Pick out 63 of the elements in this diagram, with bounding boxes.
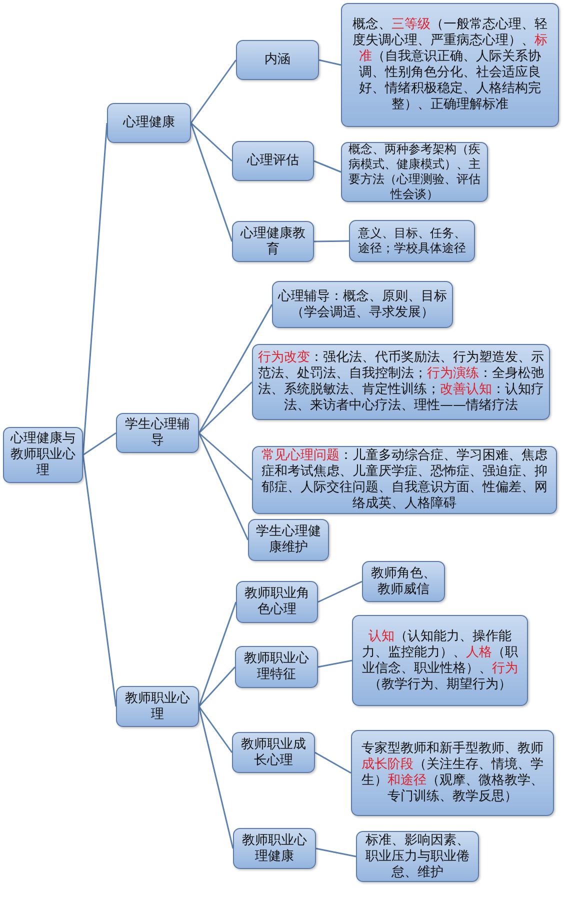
topic-text: 教师职业成长心理 bbox=[240, 736, 307, 768]
topic-box bbox=[107, 103, 191, 143]
topic-box bbox=[236, 40, 319, 80]
connector-line bbox=[198, 432, 252, 481]
topic-text: 教师职业心理 bbox=[124, 690, 191, 722]
topic-text: 常见心理问题：儿童多动综合症、学习困难、焦虑症和考试焦虑、儿童厌学症、恐怖症、强迫症、抑郁症、人际交往问题、自我意识方面、性偏差、网络成英、人格障碍 bbox=[260, 448, 548, 512]
topic-box bbox=[341, 3, 559, 127]
connector-line bbox=[198, 602, 237, 707]
topic-box bbox=[252, 344, 550, 420]
topic-text: 专家型教师和新手型教师、教师成长阶段（关注生存、情境、学生）和途径（观摩、微格教学、专门训练、教学反思） bbox=[360, 741, 544, 805]
connector-line bbox=[314, 160, 342, 173]
topic-text: 标准、影响因素、职业压力与职业倦怠、维护 bbox=[364, 832, 470, 880]
topic-box bbox=[3, 427, 83, 483]
topic-box bbox=[272, 281, 453, 328]
topic-box bbox=[233, 828, 316, 869]
topic-text: 概念、三等级（一般常态心理、轻度失调心理、严重病态心理）、标准（自我意识正确、人际关系协调、性别角色分化、社会适应良好、情绪积极稳定、人格结构完整）、正确理解标准 bbox=[352, 17, 548, 113]
connector-line bbox=[316, 848, 356, 858]
topic-box bbox=[351, 730, 554, 816]
connector-line bbox=[198, 666, 236, 707]
connector-line bbox=[190, 60, 237, 124]
connector-line bbox=[82, 454, 117, 707]
topic-box bbox=[349, 220, 475, 262]
topic-box bbox=[235, 646, 318, 688]
topic-box bbox=[362, 561, 445, 602]
connector-line bbox=[190, 122, 233, 242]
topic-text: 行为改变：强化法、代币奖励法、行为塑造发、示范法、处罚法、自我控制法；行为演练：全身松弛法、系统脱敏法、肯定性训练；改善认知：认知疗法、来访者中心疗法、理性——情绪疗法 bbox=[258, 350, 544, 414]
topic-text: 心理健康 bbox=[123, 115, 175, 131]
topic-text: 学生心理辅导 bbox=[124, 417, 191, 449]
connector-line bbox=[198, 706, 233, 753]
topic-text: 教师职业心理健康 bbox=[241, 832, 308, 864]
topic-box bbox=[232, 141, 314, 181]
topic-text: 意义、目标、任务、途径；学校具体途径 bbox=[357, 226, 467, 256]
topic-text: 教师角色、教师威信 bbox=[370, 566, 437, 598]
topic-box bbox=[232, 221, 314, 262]
topic-text: 教师职业心理特征 bbox=[243, 651, 310, 683]
topic-text: 内涵 bbox=[264, 52, 290, 68]
topic-box bbox=[116, 686, 199, 727]
topic-text: 心理评估 bbox=[247, 153, 299, 169]
connector-line bbox=[190, 122, 232, 162]
topic-text: 心理辅导：概念、原则、目标（学会调适、寻求发展） bbox=[278, 288, 447, 320]
connector-line bbox=[82, 122, 108, 456]
connector-line bbox=[82, 432, 116, 456]
topic-box bbox=[248, 519, 329, 561]
connector-line bbox=[318, 580, 362, 603]
connector-line bbox=[198, 304, 273, 434]
connector-line bbox=[314, 752, 352, 774]
connector-line bbox=[198, 432, 249, 540]
topic-box bbox=[356, 831, 479, 882]
topic-text: 教师职业角色心理 bbox=[244, 586, 310, 618]
connector-line bbox=[198, 706, 234, 849]
topic-text: 学生心理健康维护 bbox=[255, 524, 322, 556]
connector-line bbox=[318, 660, 352, 668]
topic-text: 心理健康与教师职业心理 bbox=[9, 431, 76, 479]
connector-line bbox=[198, 381, 253, 434]
topic-box bbox=[116, 413, 199, 453]
topic-text: 概念、两种参考架构（疾病模式、健康模式）、主要方法（心理测验、评估性会谈） bbox=[348, 142, 482, 202]
topic-box bbox=[232, 732, 315, 773]
connector-line bbox=[318, 59, 342, 66]
topic-text: 认知（认知能力、操作能力、监控能力）、人格（职业信念、职业性格）、行为（教学行为、期望行为） bbox=[361, 628, 519, 692]
topic-text: 心理健康教育 bbox=[239, 226, 306, 258]
topic-box bbox=[352, 615, 528, 706]
topic-box bbox=[236, 581, 318, 623]
connector-line bbox=[314, 240, 350, 242]
